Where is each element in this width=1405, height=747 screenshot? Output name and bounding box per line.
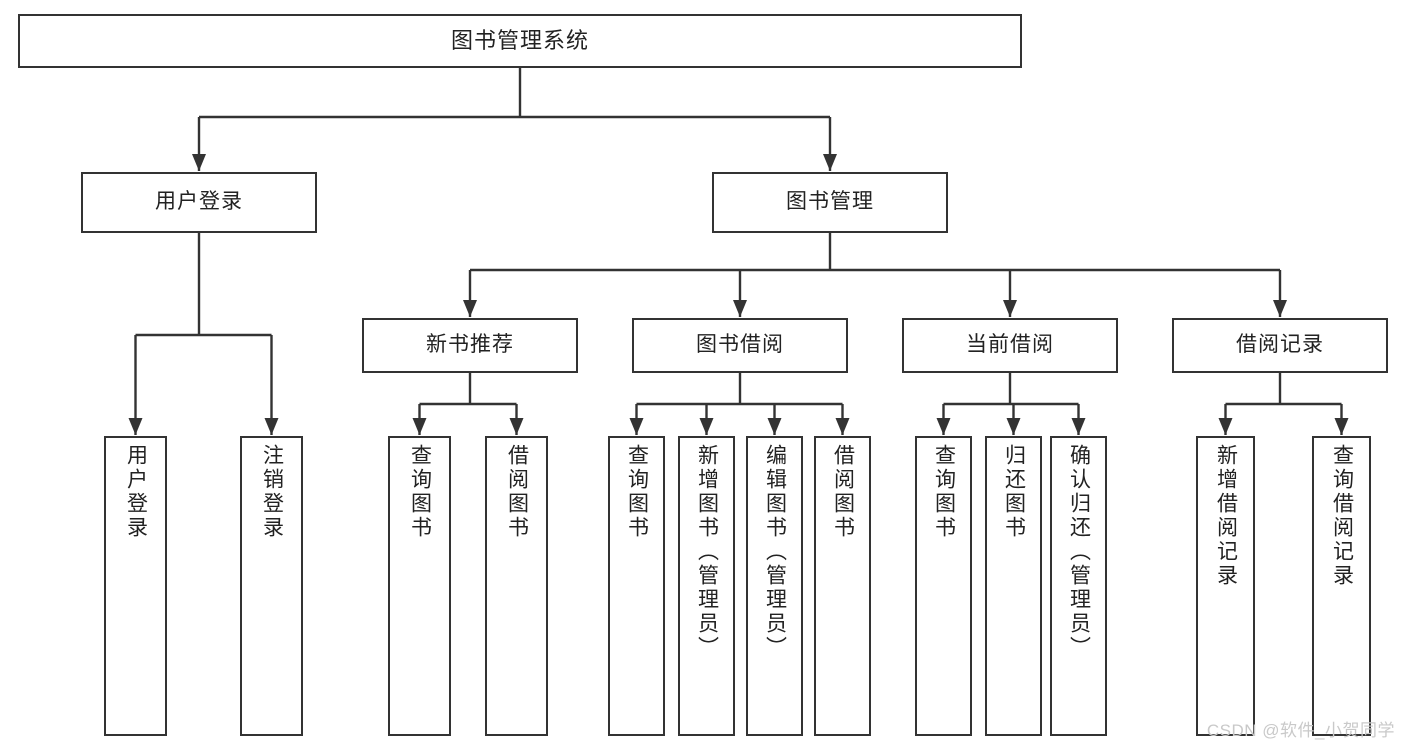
node-root-label: 图书管理系统 bbox=[450, 28, 589, 54]
node-leaf-5[interactable]: 查询图书 bbox=[608, 436, 665, 736]
node-leaf-7[interactable]: 编辑图书（管理员） bbox=[746, 436, 803, 736]
node-leaf-13[interactable]: 查询借阅记录 bbox=[1312, 436, 1371, 736]
node-leaf-12-label: 新增借阅记录 bbox=[1214, 444, 1238, 588]
node-leaf-6-label: 新增图书（管理员） bbox=[695, 444, 719, 660]
node-leaf-5-label: 查询图书 bbox=[625, 444, 649, 540]
node-leaf-11-label: 确认归还（管理员） bbox=[1067, 444, 1091, 660]
node-leaf-6[interactable]: 新增图书（管理员） bbox=[678, 436, 735, 736]
node-level1-2[interactable]: 图书管理 bbox=[712, 172, 948, 233]
node-leaf-12[interactable]: 新增借阅记录 bbox=[1196, 436, 1255, 736]
node-leaf-4[interactable]: 借阅图书 bbox=[485, 436, 548, 736]
node-level1-1[interactable]: 用户登录 bbox=[81, 172, 317, 233]
node-leaf-3-label: 查询图书 bbox=[408, 444, 432, 540]
node-level2-2[interactable]: 图书借阅 bbox=[632, 318, 848, 373]
watermark: CSDN @软件_小贺同学 bbox=[1206, 721, 1395, 740]
node-leaf-9[interactable]: 查询图书 bbox=[915, 436, 972, 736]
node-leaf-10[interactable]: 归还图书 bbox=[985, 436, 1042, 736]
node-level2-2-label: 图书借阅 bbox=[696, 333, 784, 357]
node-level2-1[interactable]: 新书推荐 bbox=[362, 318, 578, 373]
node-level2-4[interactable]: 借阅记录 bbox=[1172, 318, 1388, 373]
node-leaf-8[interactable]: 借阅图书 bbox=[814, 436, 871, 736]
node-level2-3-label: 当前借阅 bbox=[966, 333, 1054, 357]
node-root[interactable]: 图书管理系统 bbox=[18, 14, 1022, 68]
node-leaf-7-label: 编辑图书（管理员） bbox=[763, 444, 787, 660]
node-leaf-1-label: 用户登录 bbox=[124, 444, 148, 540]
node-leaf-3[interactable]: 查询图书 bbox=[388, 436, 451, 736]
node-leaf-4-label: 借阅图书 bbox=[505, 444, 529, 540]
node-leaf-11[interactable]: 确认归还（管理员） bbox=[1050, 436, 1107, 736]
node-level1-1-label: 用户登录 bbox=[155, 190, 243, 214]
node-leaf-8-label: 借阅图书 bbox=[831, 444, 855, 540]
node-leaf-13-label: 查询借阅记录 bbox=[1330, 444, 1354, 588]
node-leaf-2[interactable]: 注销登录 bbox=[240, 436, 303, 736]
node-level2-4-label: 借阅记录 bbox=[1236, 333, 1324, 357]
node-level1-2-label: 图书管理 bbox=[786, 190, 874, 214]
node-level2-1-label: 新书推荐 bbox=[426, 333, 514, 357]
node-leaf-1[interactable]: 用户登录 bbox=[104, 436, 167, 736]
node-leaf-10-label: 归还图书 bbox=[1002, 444, 1026, 540]
node-leaf-9-label: 查询图书 bbox=[932, 444, 956, 540]
node-level2-3[interactable]: 当前借阅 bbox=[902, 318, 1118, 373]
node-leaf-2-label: 注销登录 bbox=[260, 444, 284, 540]
